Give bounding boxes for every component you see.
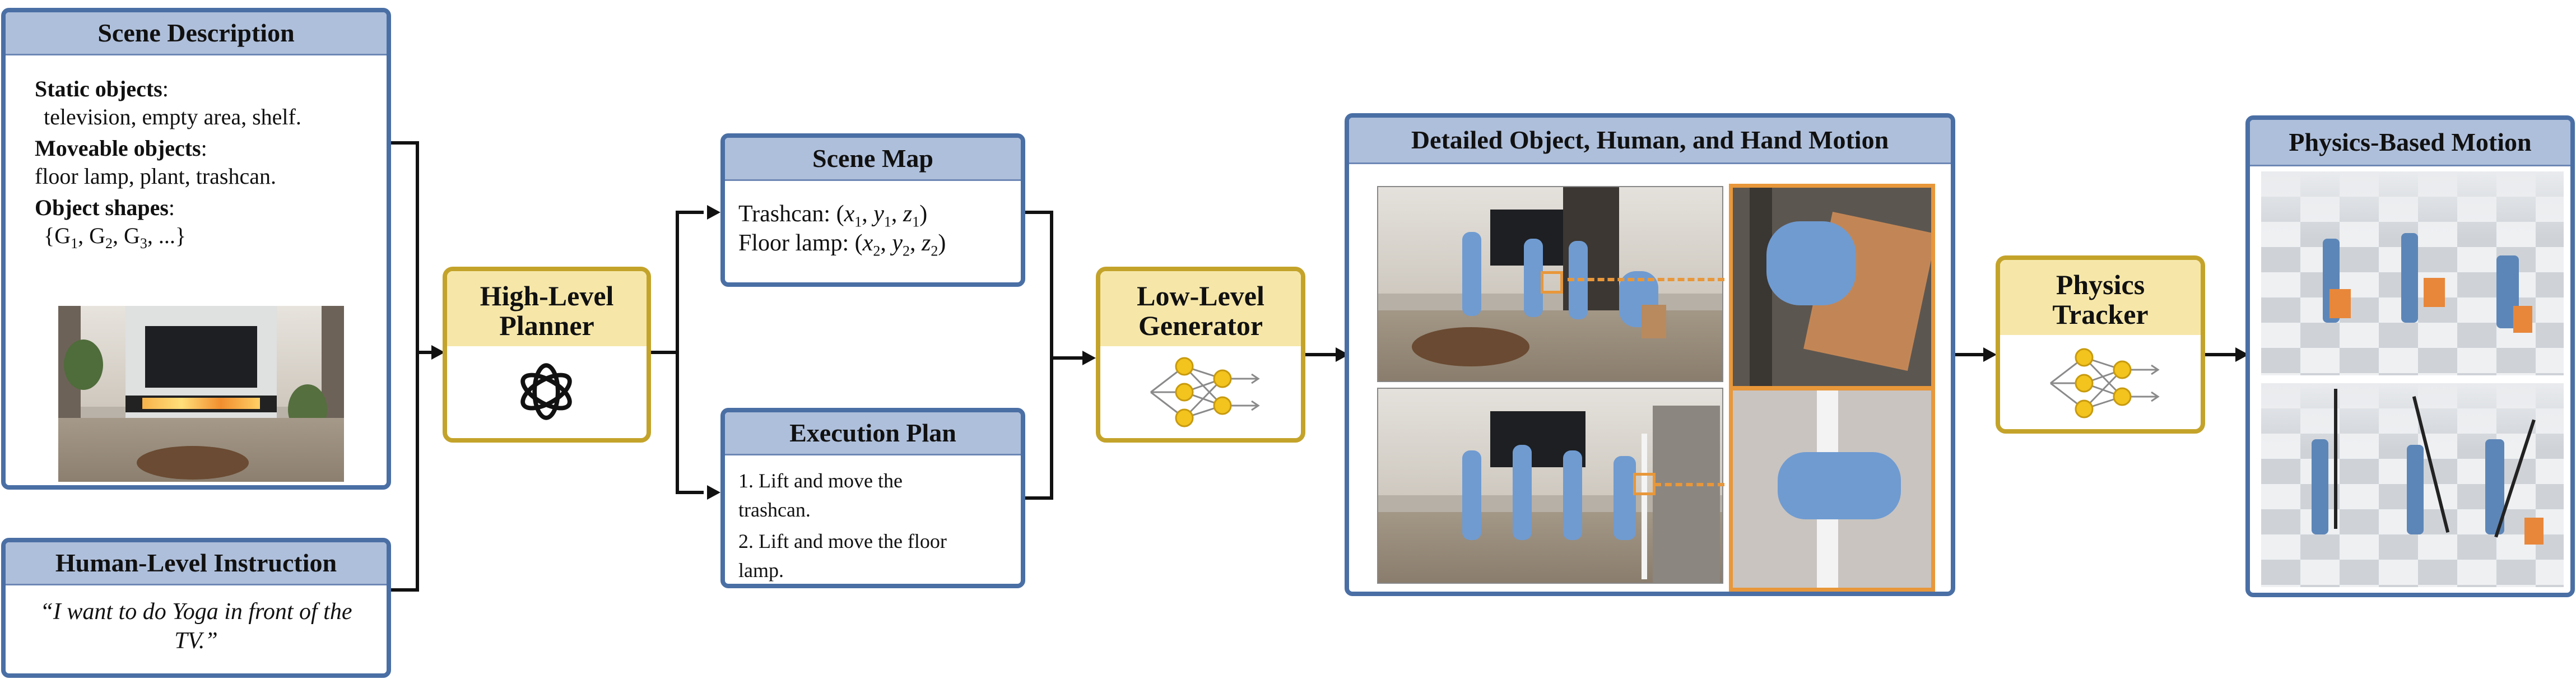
scene-description-panel: Scene Description Static objects: televi… [1,8,391,490]
hand-closeup-top [1729,184,1935,390]
object-shapes-label: Object shapes [35,195,169,220]
physics-motion-title: Physics-Based Motion [2250,120,2570,166]
high-level-planner-title: High-Level Planner [447,271,647,346]
television-shape [145,326,257,388]
openai-logo-icon [520,363,572,420]
static-objects-label: Static objects [35,76,162,101]
physics-motion-panel: Physics-Based Motion [2245,115,2575,597]
low-level-generator-title: Low-Level Generator [1100,271,1301,346]
human-instruction-title: Human-Level Instruction [6,542,387,585]
moveable-objects-label: Moveable objects [35,136,201,161]
execution-step-1: 1. Lift and move the trashcan. [738,469,903,521]
detailed-motion-title: Detailed Object, Human, and Hand Motion [1349,118,1951,164]
physics-tracker-title: Physics Tracker [2000,260,2201,335]
low-level-generator-box: Low-Level Generator [1096,267,1305,443]
physics-render-bottom [2261,383,2564,587]
scene-map-title: Scene Map [725,138,1021,181]
motion-render-bottom [1377,388,1723,584]
execution-plan-title: Execution Plan [725,412,1021,455]
neural-network-icon [2050,348,2160,418]
neural-network-icon [1150,357,1260,427]
scene-map-entry-floor-lamp: Floor lamp: (x2, y2, z2) [738,230,946,259]
motion-render-top [1377,186,1723,382]
physics-tracker-box: Physics Tracker [1996,255,2205,434]
execution-step-2: 2. Lift and move the floor lamp. [738,530,947,582]
scene-description-body: Static objects: television, empty area, … [35,75,387,258]
object-shapes-list: {G1, G2, G3, ...} [44,223,187,252]
human-instruction-panel: Human-Level Instruction “I want to do Yo… [1,538,391,678]
hand-closeup-bottom [1729,387,1935,592]
human-instruction-quote: “I want to do Yoga in front of the TV.” [40,599,352,654]
scene-description-title: Scene Description [6,12,387,55]
detailed-motion-panel: Detailed Object, Human, and Hand Motion [1345,113,1955,596]
static-objects-list: television, empty area, shelf. [44,104,301,129]
execution-plan-panel: Execution Plan 1. Lift and move the tras… [720,408,1025,588]
scene-render-image [58,306,344,482]
scene-map-entry-trashcan: Trashcan: (x1, y1, z1) [738,201,928,230]
physics-render-top [2261,171,2564,375]
high-level-planner-box: High-Level Planner [443,267,651,443]
moveable-objects-list: floor lamp, plant, trashcan. [35,164,276,189]
scene-map-panel: Scene Map Trashcan: (x1, y1, z1) Floor l… [720,133,1025,287]
